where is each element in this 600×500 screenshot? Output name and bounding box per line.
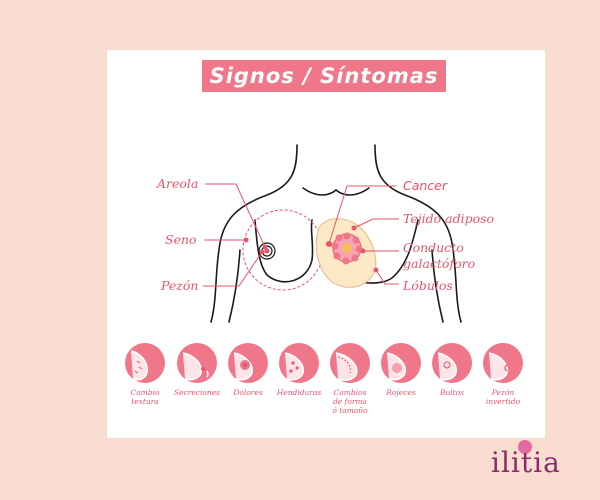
- label-galactoforo: galactóforo: [403, 256, 476, 271]
- symptom-hendiduras: Hendiduras: [271, 343, 327, 397]
- breast-cross-section: [315, 218, 377, 288]
- label-conducto: Conducto: [403, 240, 464, 255]
- pain-icon: [228, 343, 268, 383]
- brand-logo: ilitia: [491, 446, 561, 479]
- secretions-icon: [177, 343, 217, 383]
- label-cancer: Cancer: [403, 178, 448, 193]
- symptom-rojeces: Rojeces: [373, 343, 429, 397]
- label-tejido-adiposo: Tejido adiposo: [403, 211, 495, 226]
- label-areola: Areola: [157, 176, 199, 191]
- title-banner: Signos / Síntomas: [202, 60, 446, 92]
- breast-anatomy-diagram: [203, 144, 462, 323]
- texture-change-icon: [125, 343, 165, 383]
- symptom-dolores: Dolores: [220, 343, 276, 397]
- inverted-nipple-icon: [483, 343, 523, 383]
- brand-logo-icon: [518, 440, 532, 454]
- label-seno: Seno: [165, 232, 197, 247]
- label-pezon: Pezón: [161, 278, 199, 293]
- right-leader-lines: [326, 185, 399, 285]
- label-lobulos: Lóbulos: [403, 278, 453, 293]
- dimpling-icon: [279, 343, 319, 383]
- left-leader-lines: [203, 183, 268, 287]
- symptom-bultos: Bultos: [424, 343, 480, 397]
- shape-change-icon: [330, 343, 370, 383]
- infographic-card: Signos / Síntomas: [107, 50, 545, 438]
- symptom-secreciones: Secreciones: [169, 343, 225, 397]
- page-title: Signos / Síntomas: [209, 64, 439, 88]
- lumps-icon: [432, 343, 472, 383]
- redness-icon: [381, 343, 421, 383]
